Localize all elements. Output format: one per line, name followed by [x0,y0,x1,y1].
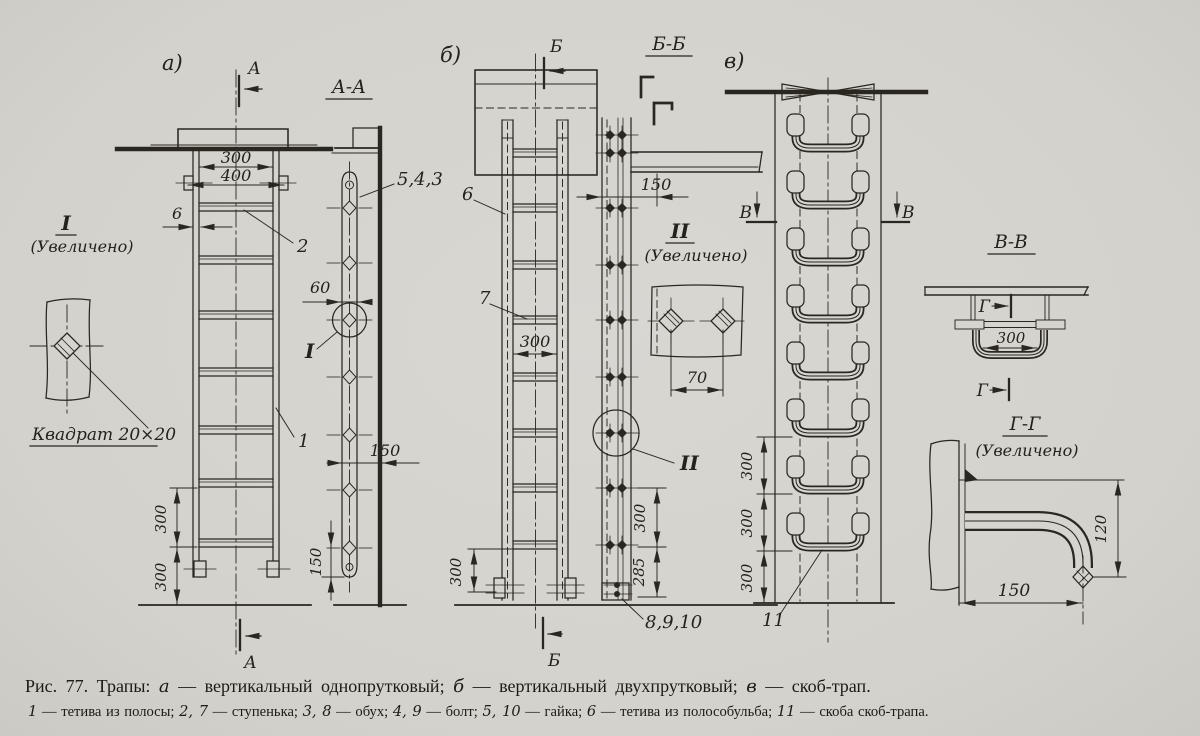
ladder-a-rungs [198,202,274,548]
section-bb-detail-mark: II [679,451,699,475]
part-7-label: 7 [479,288,491,309]
section-gg-view: Г-Г (Увеличено) 120 150 [928,414,1127,625]
dim-a-step1: 300 [152,504,170,533]
dim-v-300-3: 300 [738,563,756,592]
section-vv-title: В-В [993,232,1027,253]
ladder-b-front-view: б) Б 6 7 300 300 Б [440,37,778,671]
dim-aa-150-bottom: 150 [307,547,325,576]
legend-num-5: 5, 10 [482,703,521,720]
legend-text-2: — ступенька; [207,704,303,720]
section-mark-a-top: А [247,59,261,79]
section-mark-b-top: Б [549,37,563,57]
caption-text-a: — вертикальный однопрутковый; [169,676,454,696]
dim-bb-285: 285 [630,558,648,588]
parts-543-label: 5,4,3 [397,169,443,190]
view-mark-v-right: В [901,203,915,223]
part-2-label: 2 [296,236,308,257]
detail-i-callout: Квадрат 20×20 [31,425,176,445]
dim-v-300-2: 300 [738,508,756,537]
legend-num-1: 1 [28,703,38,720]
dim-aa-60: 60 [310,278,330,297]
dim-gg-150: 150 [998,581,1031,601]
caption-text-b: — вертикальный двухпрутковый; [464,676,747,696]
figure-legend: 1 — тетива из полосы; 2, 7 — ступенька; … [28,703,1188,721]
section-bb-bolts [595,125,639,555]
detail-i-mark: I [60,211,71,235]
dim-a-step2: 300 [152,562,170,591]
dim-b-step: 300 [447,557,465,586]
figure-caption: Рис. 77. Трапы: а — вертикальный однопру… [25,676,1185,697]
part-6-label: 6 [462,184,473,205]
view-label-a: а) [162,51,183,75]
view-label-b: б) [440,43,461,67]
part-11-label: 11 [762,610,785,631]
ladder-b-rungs [512,148,558,550]
part-1-label: 1 [298,431,309,452]
dim-bb-300: 300 [631,503,649,532]
section-aa-title: А-А [330,77,366,98]
dim-gg-120: 120 [1092,514,1110,543]
dim-ii-70: 70 [687,368,707,387]
caption-text-v: — скоб-трап. [756,676,871,696]
dim-v-300-1: 300 [738,451,756,480]
dim-a-6: 6 [172,204,182,223]
caption-prefix: Рис. 77. Трапы: [25,676,151,696]
ladder-v-front-view: в) В В 300 300 300 11 [724,49,929,643]
figure-drawing: а) А 300 400 6 2 1 [29,34,1127,672]
ladder-a-front-view: а) А 300 400 6 2 1 [114,51,334,672]
detail-i-view: I (Увеличено) Квадрат 20×20 [29,211,176,447]
caption-key-a: а [158,676,170,697]
dim-a-400: 400 [220,166,252,185]
section-gg-note: (Увеличено) [976,441,1079,460]
dim-aa-150-top: 150 [370,441,401,460]
section-aa-view: А-А I 60 5,4,3 150 150 [302,77,443,608]
legend-text-1: — тетива из полосы; [37,704,180,720]
view-label-v: в) [724,49,744,73]
section-vv-view: В-В 300 Г Г [924,232,1089,402]
section-gg-title: Г-Г [1009,414,1042,435]
detail-i-note: (Увеличено) [31,237,134,256]
legend-text-3: — обух; [331,704,393,720]
dim-b-300: 300 [520,332,551,351]
detail-ii-note: (Увеличено) [645,246,748,265]
section-mark-a-bottom: А [243,653,257,672]
legend-num-7: 11 [776,703,796,720]
dim-a-300: 300 [221,148,252,167]
detail-ii-mark: II [670,219,690,243]
dim-vv-300: 300 [997,329,1026,347]
legend-text-6: — тетива из полособульба; [596,704,777,720]
parts-8910-label: 8,9,10 [645,612,702,633]
legend-text-4: — болт; [421,704,483,720]
section-aa-rung-ends [326,200,373,556]
section-mark-g-bottom: Г [976,381,989,401]
caption-key-b: б [453,676,465,697]
dim-bb-150: 150 [641,175,672,194]
detail-ii-view: II (Увеличено) 70 [645,219,748,397]
legend-num-2: 2, 7 [179,703,208,720]
section-aa-detail-mark: I [304,339,315,363]
legend-text-7: — скоба скоб-трапа. [795,704,929,720]
legend-num-4: 4, 9 [392,703,422,720]
legend-text-5: — гайка; [520,704,587,720]
legend-num-3: 3, 8 [302,703,332,720]
section-mark-b-bottom: Б [547,651,561,671]
section-bb-title: Б-Б [651,34,686,55]
caption-key-v: в [746,676,757,697]
legend-num-6: 6 [586,703,597,720]
ladder-v-staples [786,113,870,552]
view-mark-v-left: В [739,203,753,223]
section-mark-g-top: Г [978,297,991,317]
section-bb-view: Б-Б 150 II 300 285 8,9,10 [576,34,763,633]
